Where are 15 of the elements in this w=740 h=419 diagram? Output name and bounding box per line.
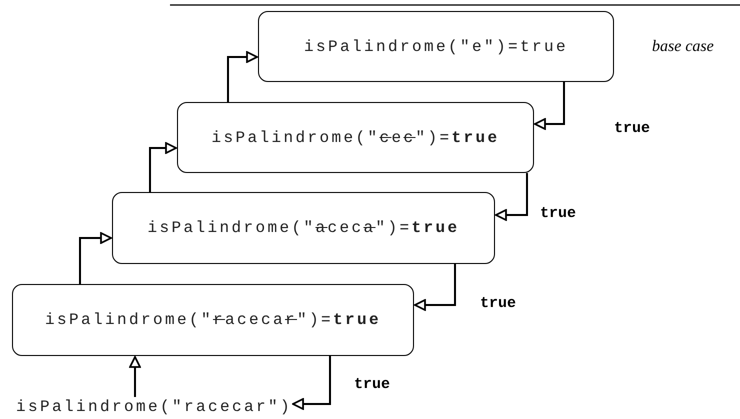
- process-box: [258, 11, 614, 82]
- arrow: [495, 173, 528, 221]
- process-box: [112, 192, 495, 264]
- arrow: [149, 142, 177, 192]
- process-box: [12, 284, 414, 356]
- call-text: isPalindrome("e")=true: [304, 38, 568, 56]
- arrow: [129, 356, 141, 397]
- call-text: isPalindrome("racecar"): [16, 397, 292, 417]
- process-box: [177, 102, 534, 173]
- arrow: [414, 264, 456, 311]
- arrow: [292, 356, 331, 410]
- note-text: base case: [652, 38, 714, 56]
- arrow: [79, 232, 112, 284]
- arrow: [534, 82, 565, 130]
- arrow: [227, 51, 258, 102]
